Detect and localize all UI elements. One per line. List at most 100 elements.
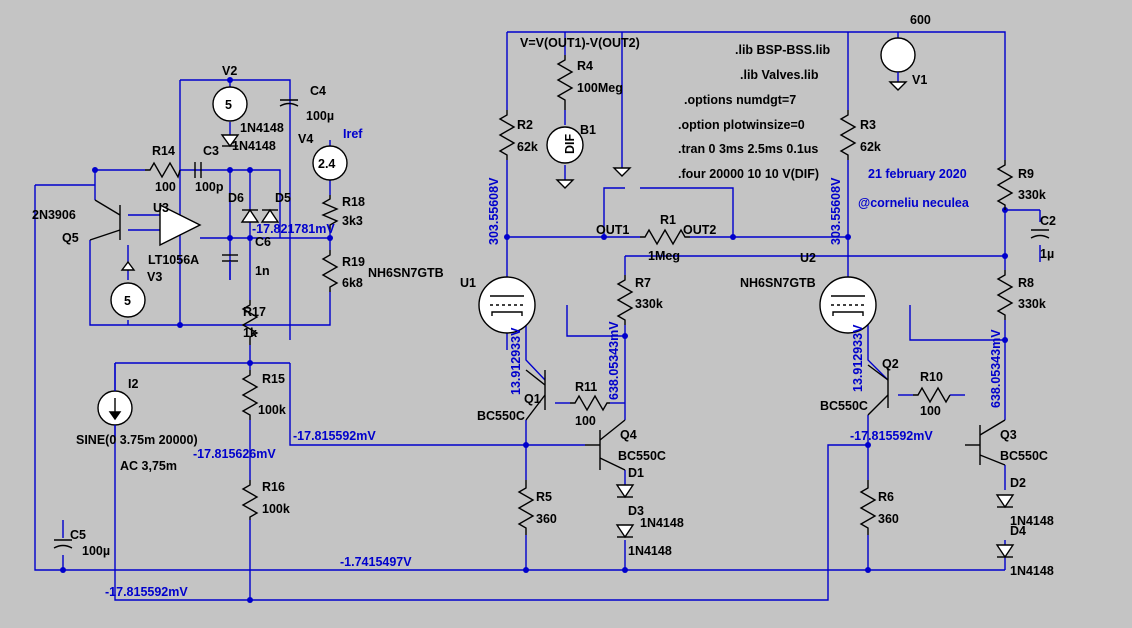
- source-v2: [212, 86, 248, 122]
- label-r15val: 100k: [258, 403, 286, 417]
- label-r6: R6: [878, 490, 894, 504]
- resistor-r1: [640, 228, 690, 246]
- label-c5: C5: [70, 528, 86, 542]
- nv-base-mid: -17.815592mV: [293, 429, 376, 443]
- label-d3: D3: [628, 504, 644, 518]
- capacitors: [53, 99, 1050, 549]
- label-d4n: 1N4148: [1010, 564, 1054, 578]
- nv-r2-top: 303.55608V: [487, 177, 501, 245]
- resistor-r16: [241, 480, 259, 520]
- label-c6val: 1n: [255, 264, 270, 278]
- label-c3: C3: [203, 144, 219, 158]
- label-r18val: 3k3: [342, 214, 363, 228]
- label-d2: D2: [1010, 476, 1026, 490]
- source-b1: [546, 126, 584, 164]
- label-r17: R17: [243, 305, 266, 319]
- label-d5: D5: [275, 191, 291, 205]
- resistor-r3: [839, 110, 857, 160]
- label-d4: D4: [1010, 524, 1026, 538]
- nv-cathode1: 13.912933V: [509, 327, 523, 395]
- tube-u2: [819, 276, 877, 334]
- label-r2: R2: [517, 118, 533, 132]
- nv-q3c: 638.05343mV: [989, 329, 1003, 408]
- label-r16val: 100k: [262, 502, 290, 516]
- label-r14: R14: [152, 144, 175, 158]
- label-r1: R1: [660, 213, 676, 227]
- label-q1type: BC550C: [477, 409, 525, 423]
- label-r10val: 100: [920, 404, 941, 418]
- label-out1: OUT1: [596, 223, 629, 237]
- label-r8val: 330k: [1018, 297, 1046, 311]
- label-r4val: 100Meg: [577, 81, 623, 95]
- tubes: [478, 276, 877, 334]
- label-i2: I2: [128, 377, 138, 391]
- resistor-r4: [556, 55, 574, 110]
- label-r8: R8: [1018, 276, 1034, 290]
- label-c4val: 100µ: [306, 109, 334, 123]
- label-u3: U3: [153, 201, 169, 215]
- label-date: 21 february 2020: [868, 167, 967, 181]
- resistors: [145, 55, 1014, 535]
- nv-base-right: -17.815592mV: [850, 429, 933, 443]
- label-r7val: 330k: [635, 297, 663, 311]
- label-opamp: LT1056A: [148, 253, 199, 267]
- nv-cathode2: 13.912933V: [851, 324, 865, 392]
- label-q4type: BC550C: [618, 449, 666, 463]
- label-author: @corneliu neculea: [858, 196, 970, 210]
- label-r11val: 100: [575, 414, 596, 428]
- label-r15: R15: [262, 372, 285, 386]
- label-v3val: 5: [124, 294, 131, 308]
- resistor-r17: [241, 300, 259, 345]
- resistor-r11: [570, 394, 610, 412]
- resistor-r19: [321, 250, 339, 292]
- label-r19: R19: [342, 255, 365, 269]
- nv-bottom: -17.815592mV: [105, 585, 188, 599]
- transistors: [89, 199, 1006, 471]
- label-v2val: 5: [225, 98, 232, 112]
- label-v4val: 2.4: [318, 157, 335, 171]
- label-r9val: 330k: [1018, 188, 1046, 202]
- nv-opamp-out: -17.821781mV: [252, 222, 335, 236]
- resistor-r7: [616, 275, 634, 325]
- label-c2val: 1µ: [1040, 247, 1054, 261]
- label-r5: R5: [536, 490, 552, 504]
- label-q4: Q4: [620, 428, 637, 442]
- label-q5: Q5: [62, 231, 79, 245]
- label-dif-expr: V=V(OUT1)-V(OUT2): [520, 36, 640, 50]
- resistor-r10: [913, 386, 951, 404]
- label-lib2: .lib Valves.lib: [740, 68, 819, 82]
- label-d2n: 1N4148: [1010, 514, 1054, 528]
- label-u2: U2: [800, 251, 816, 265]
- label-c5val: 100µ: [82, 544, 110, 558]
- label-r3val: 62k: [860, 140, 881, 154]
- label-r6val: 360: [878, 512, 899, 526]
- label-r14val: 100: [155, 180, 176, 194]
- label-q1: Q1: [524, 392, 541, 406]
- label-q3: Q3: [1000, 428, 1017, 442]
- label-opt2: .option plotwinsize=0: [678, 118, 805, 132]
- resistor-r9: [996, 160, 1014, 210]
- label-u1: U1: [460, 276, 476, 290]
- resistor-r8: [996, 270, 1014, 320]
- label-d6: D6: [228, 191, 244, 205]
- label-i2sine: SINE(0 3.75m 20000): [76, 433, 198, 447]
- label-q2: Q2: [882, 357, 899, 371]
- nv-q4c: 638.05343mV: [607, 321, 621, 400]
- nv-gnd-rail: -1.7415497V: [340, 555, 412, 569]
- resistor-r5: [517, 480, 535, 535]
- resistor-r6: [859, 480, 877, 535]
- label-r5val: 360: [536, 512, 557, 526]
- label-r9: R9: [1018, 167, 1034, 181]
- source-v4: [312, 145, 348, 181]
- label-tran: .tran 0 3ms 2.5ms 0.1us: [678, 142, 818, 156]
- label-v3: V3: [147, 270, 162, 284]
- diodes: [220, 134, 1015, 559]
- label-tube1: NH6SN7GTB: [368, 266, 444, 280]
- label-q3type: BC550C: [1000, 449, 1048, 463]
- label-c6: C6: [255, 235, 271, 249]
- label-b1: B1: [580, 123, 596, 137]
- label-r17val: 1k: [243, 326, 257, 340]
- label-r19val: 6k8: [342, 276, 363, 290]
- label-i2ac: AC 3,75m: [120, 459, 177, 473]
